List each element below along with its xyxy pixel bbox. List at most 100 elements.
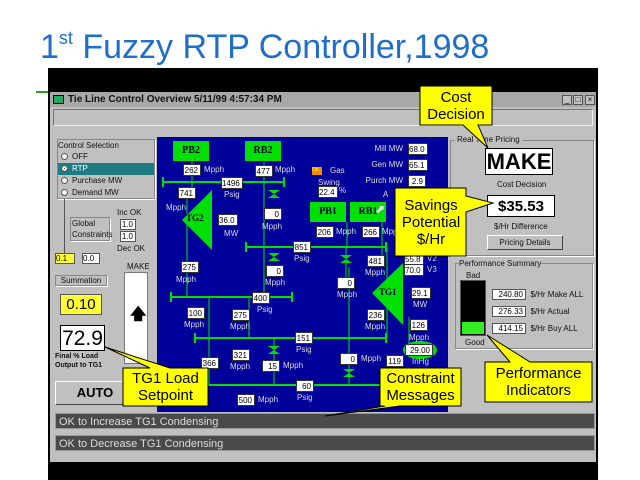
make-slider-label: MAKE (127, 262, 150, 271)
purch-mw-label: Purch MW (365, 176, 403, 185)
a-label: A (383, 190, 389, 199)
radio-off[interactable]: OFF (58, 151, 154, 163)
radio-purchase-mw[interactable]: Purchase MW (58, 175, 154, 187)
radio-icon (61, 177, 68, 184)
header-400-pressure: 400 (252, 292, 270, 304)
constraint-callout-shape (324, 367, 462, 417)
slide-title: 1st Fuzzy RTP Controller,1998 (40, 28, 490, 66)
pricing-details-button[interactable]: Pricing Details (487, 235, 563, 250)
unit-label: Mpph (337, 290, 358, 299)
performance-rows: 240.80 $/Hr Make ALL 276.33 $/Hr Actual … (492, 284, 583, 335)
tg2-extraction-flow: 275 (181, 261, 199, 273)
tg1-label: TG1 (379, 287, 397, 297)
swing-label: Swing (318, 178, 340, 187)
tg2-inlet-flow: 741 (178, 187, 196, 199)
unit-label: Psig (294, 254, 310, 263)
make-slider[interactable]: 🡅 (124, 272, 148, 364)
window-title: Tie Line Control Overview 5/11/99 4:57:3… (68, 94, 282, 105)
mill-mw-value: 68.0 (408, 143, 428, 155)
unit-label: Mpph (176, 275, 197, 284)
header-151-pressure: 151 (295, 332, 313, 344)
radio-demand-mw[interactable]: Demand MW (58, 187, 154, 199)
summation-value: 0.10 (60, 294, 102, 315)
control-selection-label: Control Selection (58, 141, 119, 150)
v3-value: 70.0 (404, 264, 424, 276)
radio-icon (61, 165, 68, 172)
app-icon (53, 95, 64, 104)
v3-label: V3 (427, 265, 437, 274)
control-selection-group (57, 139, 155, 199)
pct-label: % (339, 186, 347, 195)
radio-label: OFF (72, 152, 88, 161)
final-load-label-2: Output to TG1 (55, 362, 103, 369)
minimize-button[interactable]: _ (562, 95, 572, 105)
pb1-boiler[interactable]: PB1 (310, 202, 346, 222)
tg1-setpoint-callout: TG1 Load Setpoint (132, 370, 199, 404)
tg1-inlet-flow: 481 (367, 255, 385, 267)
fuzzy-input-right: 0.0 (82, 253, 100, 264)
radio-rtp[interactable]: RTP (58, 163, 154, 175)
performance-label: $/Hr Make ALL (530, 290, 584, 299)
cost-decision-callout: Cost Decision (427, 88, 485, 123)
gas-oil-indicator: Oil (312, 167, 322, 175)
performance-label: $/Hr Actual (530, 307, 570, 316)
tg2-mw: 36.0 (218, 214, 238, 226)
purch-mw-value: 2.9 (408, 175, 426, 187)
pb2-boiler[interactable]: PB2 (173, 141, 209, 161)
header-60-pressure: 60 (296, 380, 314, 392)
bad-label: Bad (466, 271, 481, 280)
unit-label: Mpph (365, 268, 386, 277)
process-diagram: PB2 RB2 PB1 RB1 TG2 TG1 Oil Gas Swing 22… (157, 137, 448, 412)
tg1-extraction-flow: 236 (367, 309, 385, 321)
mill-mw-label: Mill MW (374, 144, 403, 153)
unit-label: Mpph (336, 227, 357, 236)
close-button[interactable]: × (585, 95, 595, 105)
letdown-flow-2: 0 (266, 265, 284, 277)
unit-label: Mpph (262, 222, 283, 231)
unit-label: Mpph (365, 322, 386, 331)
header-851-pressure: 851 (293, 241, 311, 253)
tg2-label: TG2 (186, 213, 204, 223)
performance-value: 414.15 (492, 323, 526, 334)
dec-ok-value: 1.0 (120, 231, 136, 242)
flow-366: 366 (201, 357, 219, 369)
gen-mw-label: Gen MW (371, 160, 403, 169)
inc-ok-label: Inc OK (117, 208, 142, 217)
unit-label: Psig (297, 393, 313, 402)
good-label: Good (465, 338, 485, 347)
v2-label: V2 (427, 254, 437, 263)
unit-label: Mpph (283, 361, 304, 370)
performance-label: $/Hr Buy ALL (530, 324, 578, 333)
savings-callout: Savings Potential $/Hr (401, 196, 461, 248)
performance-value: 240.80 (492, 289, 526, 300)
maximize-button[interactable]: □ (573, 95, 583, 105)
performance-bar (460, 280, 486, 336)
unit-label: Mpph (184, 320, 205, 329)
rb2-boiler[interactable]: RB2 (245, 141, 281, 161)
unit-label: Mpph (204, 165, 225, 174)
cost-callout-shape (419, 85, 493, 149)
real-time-pricing-label: Real Time Pricing (455, 135, 522, 144)
control-radio-list: OFF RTP Purchase MW Demand MW (58, 151, 154, 199)
unit-label: Mpph (166, 203, 187, 212)
unit-label: Mpph (382, 227, 403, 236)
radio-label: Purchase MW (72, 176, 123, 185)
flow-119: 119 (386, 355, 404, 367)
unit-label: Psig (296, 345, 312, 354)
flow-321: 321 (232, 349, 250, 361)
unit-label: InHg (412, 357, 429, 366)
rb1-boiler[interactable]: RB1 (350, 202, 386, 222)
unit-label: Mpph (230, 362, 251, 371)
savings-difference-value: $35.53 (487, 195, 555, 217)
unit-label: MW (413, 300, 428, 309)
gas-label: Gas (330, 166, 345, 175)
unit-label: Mpph (409, 333, 430, 342)
dec-ok-label: Dec OK (117, 244, 146, 253)
condenser-vacuum: 29.00 (405, 344, 433, 356)
inc-ok-value: 1.0 (120, 219, 136, 230)
flow-0-low: 0 (340, 353, 358, 365)
rb2-flow: 477 (255, 165, 273, 177)
gen-mw-value: 65.1 (408, 159, 428, 171)
rb1-flow: 266 (362, 226, 380, 238)
